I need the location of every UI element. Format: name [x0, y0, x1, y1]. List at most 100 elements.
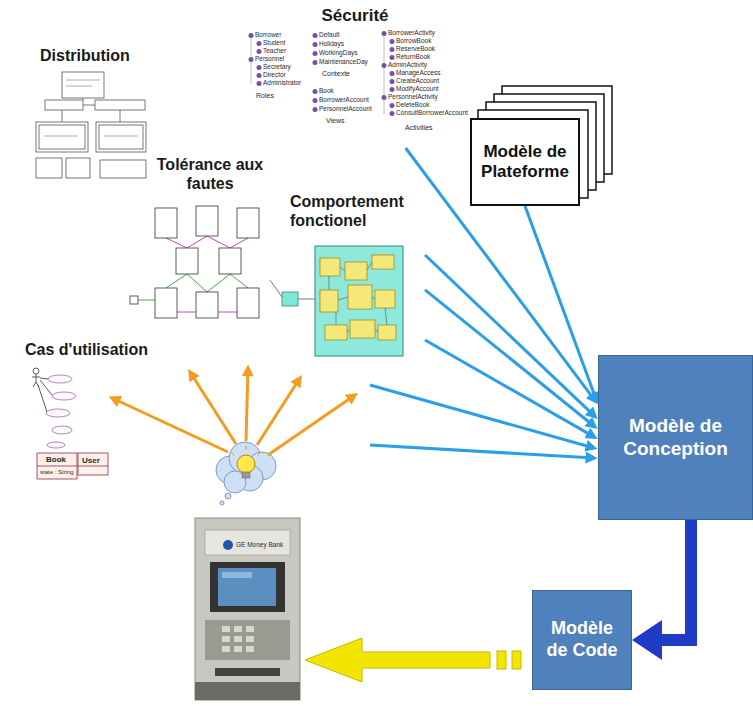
- connector-arrow: [425, 340, 595, 437]
- state-machine-thumbnail: [375, 290, 395, 308]
- state-machine-thumbnail: [350, 320, 375, 338]
- deploy-arrow: [497, 651, 506, 669]
- tree-item: Default: [319, 32, 340, 39]
- connector-arrow: [425, 290, 595, 427]
- state-machine-thumbnail: [320, 255, 396, 340]
- tree-item: Secretary: [263, 64, 291, 71]
- fault-tolerance-thumbnail: [187, 274, 207, 292]
- brand-text: GE Money Bank: [236, 542, 283, 549]
- atm-picture: [205, 530, 290, 555]
- use-case-thumbnail: [46, 375, 76, 448]
- code-model-box: Modèle de Code: [532, 590, 632, 690]
- security-tree-icons: [390, 47, 395, 52]
- idea-arrow: [257, 378, 300, 445]
- security-tree-icons: [390, 55, 395, 60]
- view-heading: Comportement fonctionel: [290, 192, 425, 230]
- use-case-thumbnail: [36, 374, 37, 382]
- fault-tolerance-thumbnail: [155, 208, 177, 238]
- connector-arrow: [525, 206, 597, 401]
- state-machine-thumbnail: [345, 262, 367, 280]
- fault-tolerance-thumbnail: [138, 274, 248, 300]
- fault-tolerance-thumbnail: [196, 206, 218, 236]
- connector-arrow: [425, 255, 595, 417]
- fault-tolerance-thumbnail: [230, 274, 248, 288]
- state-machine-thumbnail: [329, 276, 330, 290]
- distribution-view: Distribution: [30, 46, 155, 194]
- light-bulb: [258, 452, 261, 455]
- security-tree-icons: [390, 39, 395, 44]
- use-case-thumbnail: [32, 368, 52, 412]
- security-tree-icons: [313, 33, 318, 38]
- fault-tolerance-thumbnail: [130, 206, 259, 318]
- use-case-thumbnail: [40, 380, 52, 395]
- light-bulb: [242, 472, 250, 478]
- security-tree-icons: [249, 31, 395, 116]
- use-case-thumbnail: [78, 453, 108, 475]
- deployment-thumbnail: [62, 110, 63, 122]
- state-machine-thumbnail: [348, 285, 372, 309]
- security-tree-icons: [257, 81, 262, 86]
- class-text: state : String: [40, 469, 74, 475]
- use-case-thumbnail: [33, 368, 39, 374]
- tree-item: Personnel: [255, 56, 284, 63]
- atm-picture: [222, 626, 254, 652]
- security-tree-icons: [251, 38, 252, 57]
- atm-picture: [195, 682, 300, 700]
- state-machine-thumbnail: [298, 299, 315, 300]
- tree-item: Holidays: [319, 41, 344, 48]
- security-tree-icons: [257, 73, 262, 78]
- light-bulb: [231, 446, 261, 478]
- security-tree-icons: [313, 42, 318, 47]
- use-case-thumbnail: [47, 442, 65, 448]
- use-case-thumbnail: [32, 368, 108, 479]
- security-tree-icons: [390, 103, 395, 108]
- atm-picture: [222, 636, 230, 642]
- atm-picture: [218, 568, 276, 606]
- deployment-thumbnail: [120, 110, 121, 122]
- fault-tolerance-thumbnail: [130, 206, 259, 318]
- deployment-thumbnail: [36, 122, 88, 152]
- deployment-thumbnail: [36, 72, 146, 178]
- panel-caption: Activities: [405, 124, 433, 131]
- security-tree-icons: [313, 51, 318, 56]
- use-case-thumbnail: [52, 426, 72, 434]
- tree-item: Director: [263, 72, 286, 79]
- tree-item: Administrator: [263, 80, 301, 87]
- use-case-thumbnail: [33, 382, 36, 387]
- deployment-thumbnail: [104, 136, 138, 137]
- tree-item: ModifyAccount: [396, 86, 439, 93]
- tree-item: PersonnelAccount: [319, 106, 372, 113]
- use-case-thumbnail: [46, 409, 70, 417]
- view-heading: Sécurité: [240, 6, 470, 26]
- fault-tolerance-thumbnail: [187, 236, 207, 248]
- atm-picture: [205, 620, 290, 660]
- tree-item: Student: [263, 40, 285, 47]
- state-machine-thumbnail: [320, 258, 340, 276]
- fault-tolerance-thumbnail: [130, 296, 138, 304]
- deployment-thumbnail: [99, 125, 143, 149]
- security-tree-icons: [390, 87, 395, 92]
- tree-item: CreateAccount: [396, 78, 439, 85]
- deployment-thumbnail: [62, 72, 104, 98]
- deployment-thumbnail: [96, 122, 146, 152]
- fault-tolerance-thumbnail: [207, 274, 230, 292]
- idea-cloud: [220, 501, 224, 505]
- security-tree-icons: [390, 79, 395, 84]
- tree-item: BorrowerActivity: [388, 30, 435, 37]
- fault-tolerance-thumbnail: [166, 238, 187, 248]
- tree-item: ReserveBook: [396, 46, 435, 53]
- light-bulb: [237, 455, 255, 473]
- tree-item: AdminActivity: [388, 62, 427, 69]
- class-text: Book: [46, 456, 66, 464]
- deployment-thumbnail: [83, 105, 95, 106]
- security-tree-icons: [249, 33, 254, 38]
- security-tree-icons: [313, 107, 318, 112]
- use-case-thumbnail: [37, 466, 77, 467]
- state-machine-thumbnail: [320, 290, 338, 312]
- deployment-thumbnail: [36, 158, 62, 178]
- box-label: Modèle de Conception: [605, 415, 746, 461]
- tree-item: Borrower: [255, 32, 281, 39]
- class-text: User: [82, 457, 100, 465]
- tree-item: BorrowBook: [396, 38, 431, 45]
- atm-picture: [234, 626, 242, 632]
